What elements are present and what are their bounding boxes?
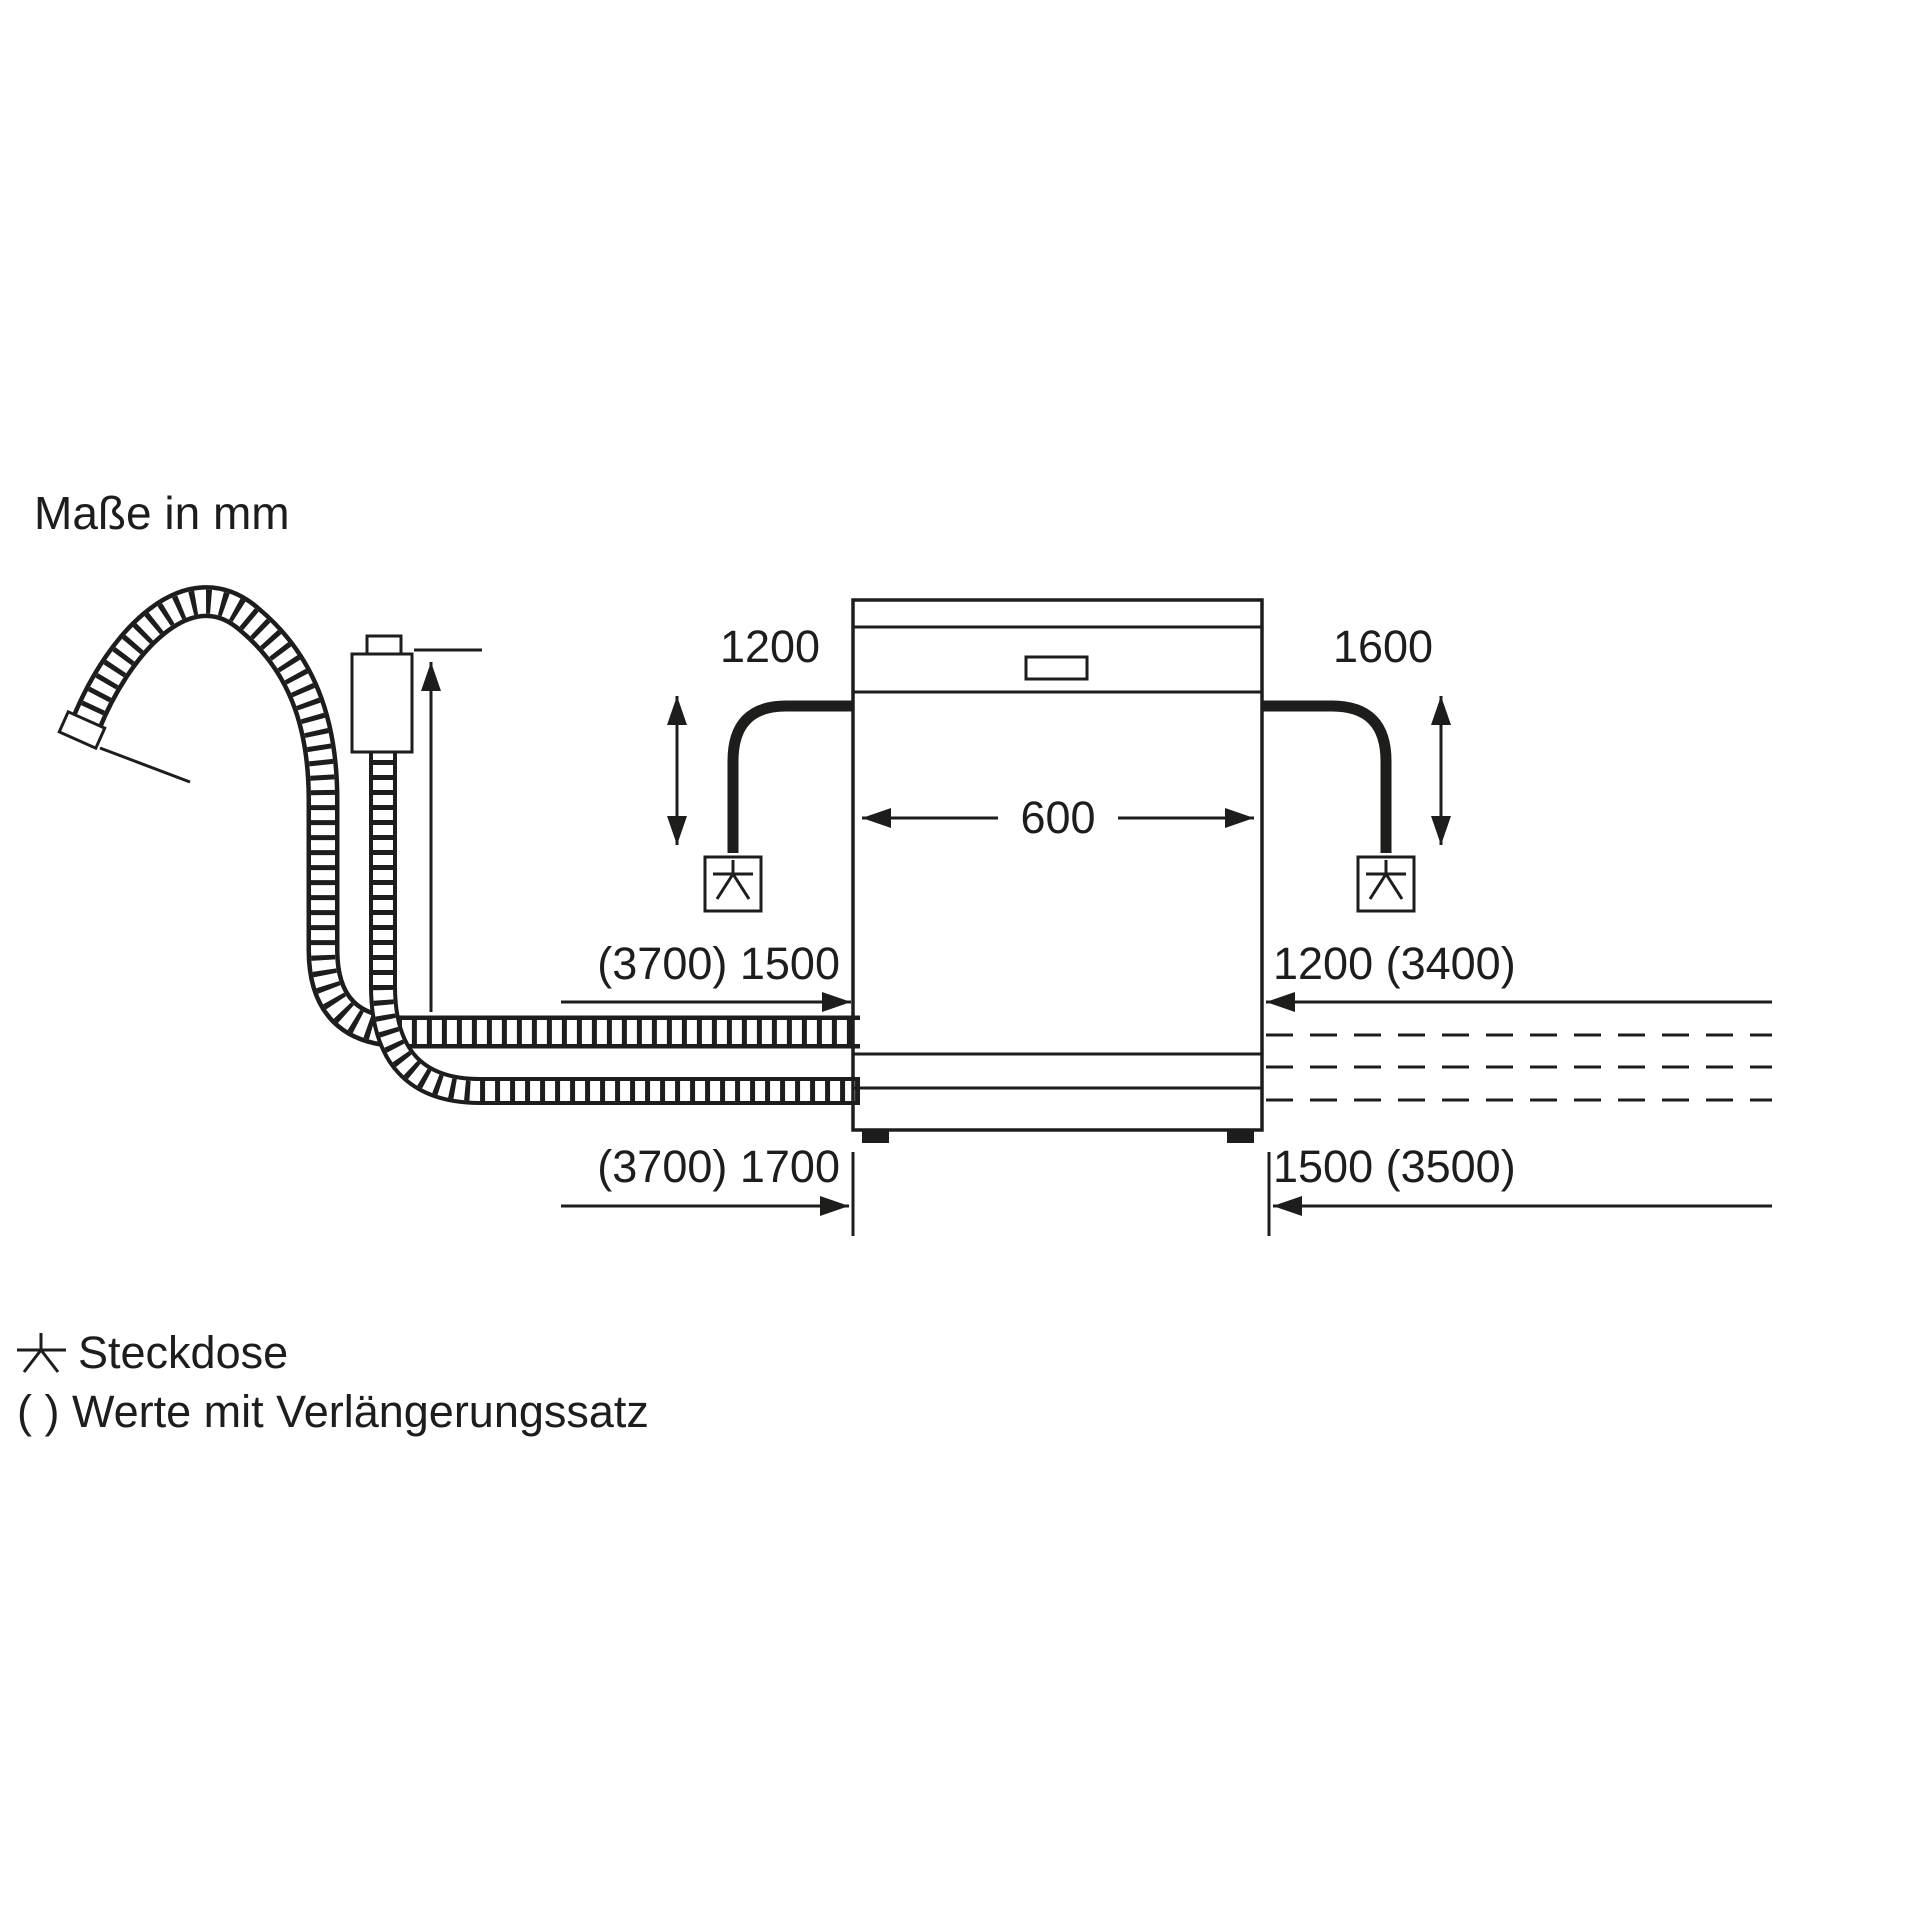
aquastop-valve: [350, 634, 414, 754]
cable-left-dimension: 1200: [667, 621, 820, 845]
drain-hose-end-cap: [57, 709, 107, 751]
hose-left-lower-dimension: (3700) 1700: [561, 1141, 855, 1236]
hose-right-lower-dimension: 1500 (3500): [1267, 1141, 1772, 1236]
width-label-patch: [998, 792, 1118, 842]
aquastop-body: [350, 652, 414, 754]
cable-right-dimension: 1600: [1333, 621, 1451, 845]
dishwasher-outline: [851, 598, 1264, 1132]
dimension-label-hose-left-lower: (3700) 1700: [597, 1141, 840, 1192]
drain-hose-core: [74, 589, 860, 1044]
cable-left-path: [727, 700, 853, 853]
dimension-label-cable-left: 1200: [720, 621, 820, 672]
supply-hose-corrugation: [373, 745, 860, 1101]
legend-extension-note: ( ) Werte mit Verlängerungssatz: [17, 1386, 649, 1437]
width-dimension: 600: [862, 792, 1254, 843]
page-title: Maße in mm: [34, 487, 290, 539]
legend: Steckdose ( ) Werte mit Verlängerungssat…: [17, 1327, 649, 1437]
supply-hose: [369, 745, 860, 1105]
power-cable-left: [703, 700, 853, 913]
socket-icon: [713, 860, 753, 900]
foot-right: [1227, 1130, 1254, 1143]
dishwasher: [851, 598, 1264, 1143]
power-cable-right: [1262, 700, 1416, 913]
cable-right-path: [1262, 700, 1392, 853]
hose-right-upper-dimension: 1200 (3400): [1266, 938, 1772, 1012]
aquastop-height-arrow: [414, 648, 482, 1012]
socket-icon: [17, 1333, 66, 1373]
drain-hose: [57, 585, 860, 1049]
dimension-label-width: 600: [1020, 792, 1095, 843]
socket-icon: [1366, 860, 1406, 900]
control-display: [1024, 655, 1089, 681]
dimension-label-cable-right: 1600: [1333, 621, 1433, 672]
dimension-label-hose-right-lower: 1500 (3500): [1273, 1141, 1516, 1192]
aquastop-fitting: [365, 634, 403, 656]
foot-left: [862, 1130, 889, 1143]
dimension-label-hose-right-upper: 1200 (3400): [1273, 938, 1516, 989]
drain-hose-end-line: [99, 746, 191, 784]
dimension-label-hose-left-upper: (3700) 1500: [597, 938, 840, 989]
hose-left-upper-dimension: (3700) 1500: [561, 938, 851, 1012]
hose-extension-dashed-lines: [1266, 1033, 1772, 1102]
legend-socket-label: Steckdose: [78, 1327, 288, 1378]
